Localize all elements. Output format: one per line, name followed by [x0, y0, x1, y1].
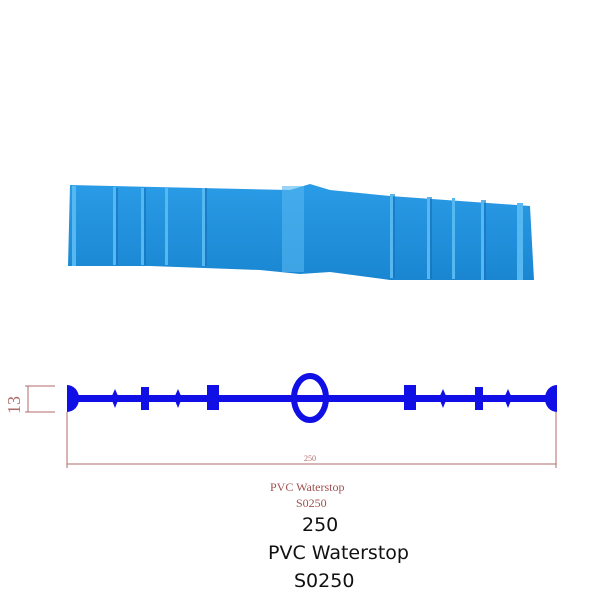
- width-dimension: [66, 412, 557, 468]
- waterstop-photo: [68, 184, 534, 280]
- drawing-caption-code: S0250: [296, 496, 327, 510]
- caption-code: S0250: [294, 570, 355, 592]
- height-dimension: [25, 385, 55, 413]
- caption-width: 250: [302, 514, 339, 536]
- caption-name: PVC Waterstop: [268, 542, 409, 564]
- drawing-caption-name: PVC Waterstop: [270, 480, 345, 494]
- height-dimension-label: 13: [4, 396, 24, 414]
- waterstop-profile: [67, 373, 557, 423]
- width-dimension-label: 250: [304, 454, 316, 463]
